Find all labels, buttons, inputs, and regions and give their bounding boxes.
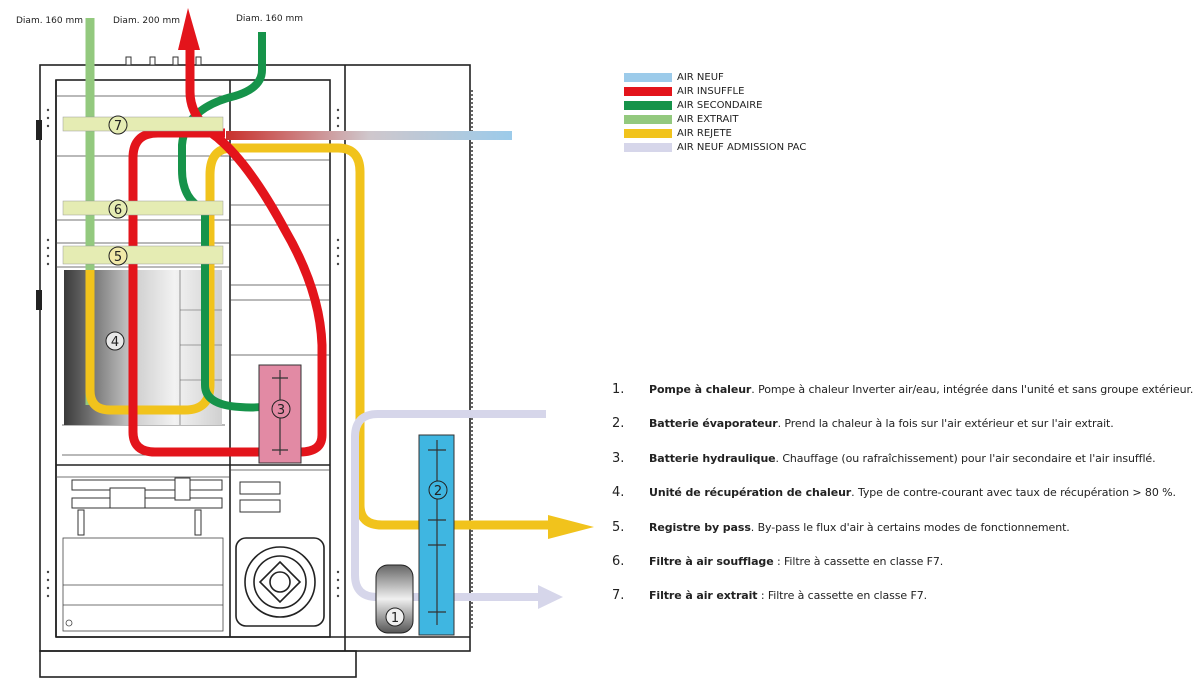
component-item: 3. Batterie hydraulique. Chauffage (ou r… (612, 451, 1202, 485)
handle (36, 120, 42, 140)
diameter-label-center: Diam. 200 mm (113, 16, 181, 26)
component-separator: . (777, 417, 782, 431)
legend-item-air-extrait: AIR EXTRAIT (624, 112, 806, 126)
component-separator: : (757, 589, 765, 603)
legend-item-air-neuf-pac: AIR NEUF ADMISSION PAC (624, 140, 806, 154)
battery-evaporator-tubes (428, 440, 446, 625)
legend-item-air-rejete: AIR REJETE (624, 126, 806, 140)
component-title: Filtre à air extrait (649, 589, 758, 603)
legend-item-air-insuffle: AIR INSUFFLE (624, 84, 806, 98)
legend-label: AIR REJETE (677, 127, 732, 139)
marker-2-label: 2 (434, 484, 442, 499)
filter-extrait-bar (62, 116, 224, 132)
legend-swatch (624, 72, 672, 82)
component-title: Batterie évaporateur (649, 417, 778, 431)
component-description: By-pass le flux d'air à certains modes d… (754, 520, 1070, 534)
component-number: 6. (612, 553, 625, 569)
marker-7-label: 7 (114, 119, 122, 134)
filter-soufflage-bar (62, 200, 224, 216)
component-number: 7. (612, 588, 625, 604)
legend-item-air-neuf: AIR NEUF (624, 70, 806, 84)
air-rejete-arrow (548, 515, 594, 539)
component-title: Unité de récupération de chaleur (649, 486, 852, 500)
component-separator: . (775, 451, 780, 465)
air-insuffle-arrow (178, 8, 200, 50)
marker-3-label: 3 (277, 403, 285, 418)
component-description: Type de contre-courant avec taux de récu… (854, 486, 1176, 500)
air-neuf-path (226, 131, 512, 140)
component-separator: : (773, 554, 781, 568)
component-number: 1. (612, 382, 625, 397)
component-description: Pompe à chaleur Inverter air/eau, intégr… (754, 383, 1194, 396)
handle (36, 290, 42, 310)
airflow-legend: AIR NEUF AIR INSUFFLE AIR SECONDAIRE AIR… (624, 70, 806, 154)
legend-label: AIR SECONDAIRE (677, 99, 763, 111)
air-rejete-path (85, 143, 550, 530)
legend-label: AIR EXTRAIT (677, 113, 739, 125)
component-number: 5. (612, 519, 625, 535)
legend-label: AIR NEUF (677, 71, 724, 83)
marker-1-label: 1 (391, 611, 399, 626)
legend-label: AIR NEUF ADMISSION PAC (677, 141, 807, 153)
air-neuf-pac-arrow (538, 585, 563, 609)
component-title: Registre by pass (649, 520, 751, 534)
marker-4: 4 (105, 331, 125, 351)
component-item: 4. Unité de récupération de chaleur. Typ… (612, 485, 1202, 519)
air-neuf-pac-path (351, 410, 546, 601)
component-title: Batterie hydraulique (649, 451, 776, 465)
diameter-label-left: Diam. 160 mm (16, 16, 84, 26)
diameter-label-right: Diam. 160 mm (236, 14, 304, 24)
cabinet-rivets (46, 108, 340, 598)
legend-swatch (624, 142, 672, 152)
fan (235, 537, 325, 627)
component-item: 6. Filtre à air soufflage : Filtre à cas… (612, 554, 1202, 588)
top-spigots (125, 56, 202, 66)
marker-6: 6 (108, 199, 128, 219)
component-item: 1. Pompe à chaleur. Pompe à chaleur Inve… (612, 382, 1202, 416)
air-insuffle-path (128, 40, 327, 457)
air-secondaire-path (178, 32, 282, 412)
marker-1: 1 (385, 607, 405, 627)
component-item: 7. Filtre à air extrait : Filtre à casse… (612, 588, 1202, 622)
marker-3: 3 (271, 399, 291, 419)
component-item: 2. Batterie évaporateur. Prend la chaleu… (612, 416, 1202, 450)
component-description: Filtre à cassette en classe F7. (764, 589, 928, 603)
component-item: 5. Registre by pass. By-pass le flux d'a… (612, 520, 1202, 554)
component-number: 3. (612, 450, 625, 466)
component-title: Filtre à air soufflage (649, 554, 774, 568)
component-description: Filtre à cassette en classe F7. (780, 554, 944, 568)
component-number: 2. (612, 416, 625, 432)
legend-label: AIR INSUFFLE (677, 85, 745, 97)
legend-item-air-secondaire: AIR SECONDAIRE (624, 98, 806, 112)
legend-swatch (624, 114, 672, 124)
component-number: 4. (612, 485, 625, 501)
pipework (71, 477, 281, 536)
component-separator: . (851, 486, 855, 500)
marker-2: 2 (428, 480, 448, 500)
legend-swatch (624, 86, 672, 96)
marker-7: 7 (108, 115, 128, 135)
component-separator: . (750, 520, 755, 534)
component-title: Pompe à chaleur (649, 383, 752, 396)
marker-6-label: 6 (114, 203, 122, 218)
marker-5-label: 5 (114, 250, 122, 265)
legend-swatch (624, 128, 672, 138)
component-description: Prend la chaleur à la fois sur l'air ext… (780, 417, 1114, 431)
marker-5: 5 (108, 246, 128, 266)
marker-4-label: 4 (111, 335, 119, 350)
component-description: Chauffage (ou rafraîchissement) pour l'a… (778, 451, 1156, 465)
component-list: 1. Pompe à chaleur. Pompe à chaleur Inve… (612, 382, 1202, 623)
legend-swatch (624, 100, 672, 110)
bypass-damper (62, 245, 224, 265)
component-separator: . (751, 383, 755, 396)
